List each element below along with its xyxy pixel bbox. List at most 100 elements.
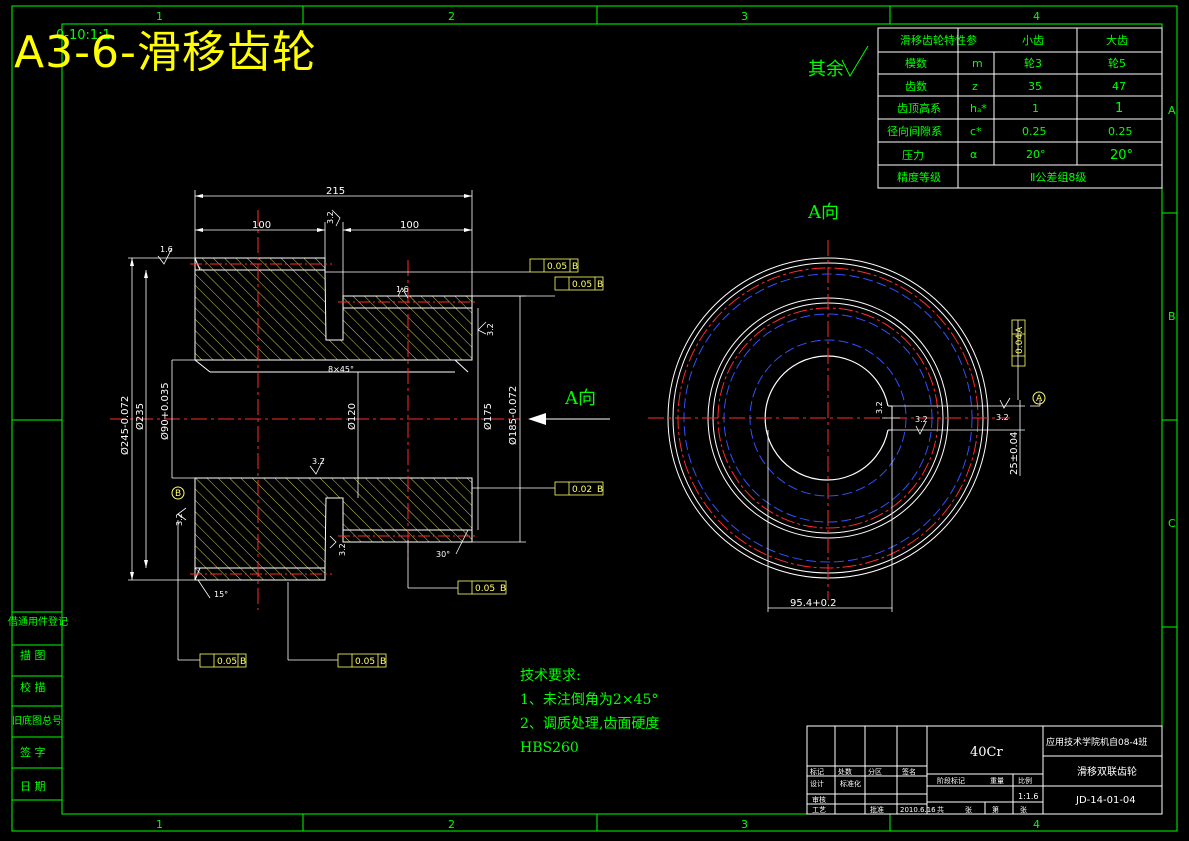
outer-border bbox=[11, 5, 1178, 832]
datum-b-letter: B bbox=[175, 489, 181, 499]
rest-roughness-label: 其余 bbox=[808, 59, 844, 80]
inner-border bbox=[61, 23, 1163, 815]
section-dimensions bbox=[128, 190, 555, 661]
dim-overall-length: 215 bbox=[326, 186, 345, 197]
zone-top-3: 3 bbox=[741, 10, 748, 23]
param-row0-large: 轮5 bbox=[1108, 56, 1126, 70]
param-row1-sym: z bbox=[972, 80, 978, 93]
dim-right-length: 100 bbox=[400, 220, 419, 231]
zone-right-a: A bbox=[1168, 104, 1176, 117]
zone-bottom-3: 3 bbox=[741, 818, 748, 831]
tb-label-8: 阶段标记 bbox=[937, 776, 965, 785]
end-view-dimensions bbox=[767, 320, 1041, 612]
dim-chamfer: 8×45° bbox=[328, 365, 354, 374]
tol-6: 0.05 bbox=[355, 657, 375, 667]
param-row4-sym: α bbox=[970, 148, 977, 161]
params-table-grid bbox=[877, 27, 1163, 189]
zone-top-2: 2 bbox=[448, 10, 455, 23]
rough-label-2: 1.6 bbox=[396, 285, 409, 294]
param-row2-small: 1 bbox=[1032, 102, 1039, 115]
param-row0-name: 模数 bbox=[905, 57, 927, 70]
tb-label-13: 批准 bbox=[870, 805, 884, 814]
rough-label-10: 3.2 bbox=[875, 401, 884, 414]
roughness-marks bbox=[157, 209, 487, 549]
tol-3-datum: B bbox=[597, 485, 603, 495]
param-row4-small: 20° bbox=[1026, 148, 1046, 161]
side-label-3: 旧底图总号 bbox=[12, 714, 62, 727]
param-row3-name: 径向间隙系 bbox=[887, 124, 942, 138]
datum-b-symbol bbox=[171, 486, 185, 500]
tb-label-12: 工艺 bbox=[812, 806, 826, 814]
datum-a-letter: A bbox=[1036, 394, 1043, 404]
tol-3: 0.02 bbox=[572, 485, 592, 495]
tb-label-1: 处数 bbox=[838, 767, 852, 776]
tol-2-datum: B bbox=[597, 280, 603, 290]
tb-date: 2010.6.16 bbox=[900, 806, 936, 814]
tolerance-frames bbox=[199, 258, 604, 668]
rough-label-3: 3.2 bbox=[326, 211, 335, 224]
rest-roughness-symbol bbox=[841, 45, 869, 78]
dim-dia-185: Ø185-0.072 bbox=[507, 386, 519, 445]
tol-5-datum: B bbox=[240, 657, 246, 667]
param-row1-large: 47 bbox=[1112, 80, 1126, 93]
dim-keyway-width: 25±0.04 bbox=[1009, 432, 1020, 475]
tol-vertical-datum: A bbox=[1015, 326, 1025, 333]
zone-bottom-2: 2 bbox=[448, 818, 455, 831]
side-label-0: 借通用件登记 bbox=[8, 615, 68, 628]
tol-1-datum: B bbox=[572, 262, 578, 272]
view-arrow-label: A向 bbox=[564, 388, 596, 409]
tb-scale: 1:1.6 bbox=[1018, 792, 1039, 801]
dim-dia-outer: Ø245-0.072 bbox=[119, 396, 131, 455]
tech-notes-heading: 技术要求: bbox=[520, 668, 581, 684]
dim-left-length: 100 bbox=[252, 220, 271, 231]
tb-label-7: 标准化 bbox=[840, 779, 861, 788]
tech-notes: 技术要求: 1、未注倒角为2×45° 2、调质处理,齿面硬度 HBS260 bbox=[520, 664, 659, 760]
hatch-top bbox=[194, 257, 473, 361]
tb-label-9: 重量 bbox=[990, 777, 1004, 785]
param-row4-name: 压力 bbox=[902, 149, 924, 162]
tb-part-name: 滑移双联齿轮 bbox=[1077, 765, 1137, 778]
tech-note-3: HBS260 bbox=[520, 740, 579, 756]
dim-dia-120: Ø120 bbox=[346, 403, 358, 430]
param-row4-large: 20° bbox=[1110, 148, 1133, 163]
rough-label-5: 3.2 bbox=[312, 457, 325, 466]
params-header-large: 大齿 bbox=[1106, 33, 1128, 47]
rough-label-7: 3.2 bbox=[338, 543, 347, 556]
tol-4-datum: B bbox=[500, 584, 506, 594]
param-row3-small: 0.25 bbox=[1022, 125, 1047, 138]
rough-label-1: 1.6 bbox=[160, 245, 173, 254]
tb-label-15: 张 bbox=[965, 805, 972, 814]
tech-note-1: 1、未注倒角为2×45° bbox=[520, 692, 659, 708]
dimension-arrows bbox=[130, 194, 472, 580]
side-label-5: 日 期 bbox=[20, 780, 46, 793]
tol-2: 0.05 bbox=[572, 280, 592, 290]
tb-label-4: 签名 bbox=[902, 767, 916, 776]
tb-school: 应用技术学院机自08-4班 bbox=[1046, 736, 1147, 748]
dim-dia-235: Ø235 bbox=[134, 403, 146, 430]
zone-bottom-4: 4 bbox=[1033, 818, 1040, 831]
rough-label-8: 3.2 bbox=[996, 413, 1009, 422]
tb-label-6: 设计 bbox=[810, 779, 824, 788]
param-row2-name: 齿顶高系 bbox=[897, 101, 941, 115]
rough-label-4: 3.2 bbox=[486, 323, 495, 336]
dim-angle-30: 30° bbox=[436, 550, 450, 559]
tb-drawing-no: JD-14-01-04 bbox=[1075, 795, 1136, 806]
param-row0-sym: m bbox=[972, 57, 983, 70]
zone-top-1: 1 bbox=[156, 10, 163, 23]
tol-vertical: 0.04 bbox=[1015, 334, 1025, 354]
param-row1-name: 齿数 bbox=[905, 80, 927, 93]
dim-dia-175: Ø175 bbox=[482, 403, 494, 430]
param-row3-large: 0.25 bbox=[1108, 125, 1133, 138]
params-header-name: 滑移齿轮特性参 bbox=[900, 33, 977, 47]
title-subtext: 0-10:1:1 bbox=[56, 28, 111, 43]
tb-label-16: 第 bbox=[992, 805, 999, 814]
tb-label-2: 分区 bbox=[868, 767, 882, 776]
param-row0-small: 轮3 bbox=[1024, 56, 1042, 70]
side-label-2: 校 描 bbox=[20, 680, 46, 694]
tol-1: 0.05 bbox=[547, 262, 567, 272]
zone-right-c: C bbox=[1168, 517, 1176, 530]
zone-right-b: B bbox=[1168, 310, 1176, 323]
datum-a-symbol bbox=[1032, 391, 1046, 405]
view-arrow-head bbox=[528, 413, 546, 425]
